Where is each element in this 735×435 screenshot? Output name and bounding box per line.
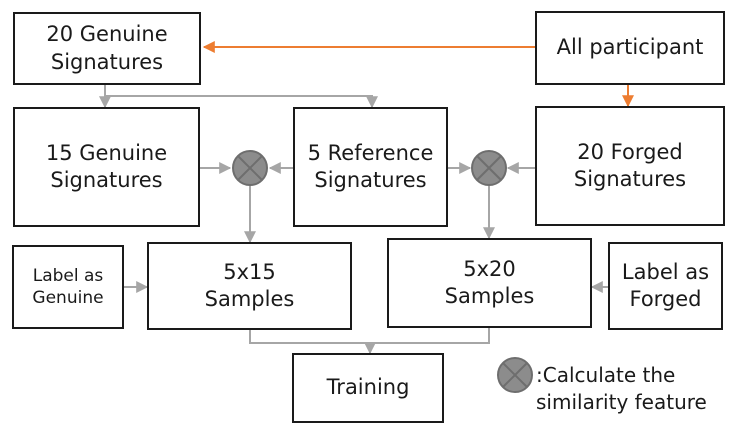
similarity-operator-right-icon — [471, 150, 507, 186]
genuine-15-line-1: 15 Genuine — [45, 140, 168, 165]
training-label: Training — [326, 375, 410, 400]
reference-5-line-2: Signatures — [314, 168, 427, 192]
label-forged-line-1: Label as — [621, 259, 710, 284]
forged-20-line-1: 20 Forged — [577, 139, 683, 164]
label-genuine-line-2: Genuine — [32, 288, 104, 308]
label-genuine-line-1: Label as — [32, 265, 104, 286]
legend-line-1: :Calculate the — [536, 363, 676, 387]
all-participant-label: All participant — [556, 35, 704, 60]
genuine-20-line-1: 20 Genuine — [46, 22, 168, 47]
forged-20-line-2: Signatures — [573, 167, 687, 191]
samples-5x20-line-2: Samples — [444, 284, 535, 308]
legend-description: :Calculate the similarity feature — [536, 362, 707, 416]
legend-line-2: similarity feature — [536, 390, 707, 414]
genuine-15-signatures-box: 15 Genuine Signatures — [13, 107, 200, 227]
samples-5x15-line-2: Samples — [204, 287, 295, 311]
arrow-samples5x20-to-training — [370, 328, 490, 344]
samples-5x20-box: 5x20 Samples — [387, 238, 592, 328]
genuine-20-signatures-box: 20 Genuine Signatures — [13, 12, 201, 85]
label-forged-line-2: Forged — [629, 287, 702, 311]
label-as-genuine-box: Label as Genuine — [12, 245, 124, 329]
legend-operator-icon — [497, 357, 533, 393]
genuine-15-line-2: Signatures — [50, 168, 163, 192]
reference-5-signatures-box: 5 Reference Signatures — [293, 107, 448, 227]
samples-5x15-box: 5x15 Samples — [147, 242, 352, 330]
training-box: Training — [292, 353, 444, 423]
reference-5-line-1: 5 Reference — [307, 140, 434, 165]
forged-20-signatures-box: 20 Forged Signatures — [535, 106, 725, 226]
genuine-20-line-2: Signatures — [50, 49, 164, 74]
similarity-operator-left-icon — [232, 150, 268, 186]
all-participant-box: All participant — [535, 11, 725, 85]
samples-5x20-line-1: 5x20 — [463, 256, 516, 281]
samples-5x15-line-1: 5x15 — [223, 259, 276, 284]
label-as-forged-box: Label as Forged — [608, 242, 723, 330]
arrow-genuine20-to-reference5 — [105, 95, 378, 109]
arrow-samples5x15-to-training — [249, 330, 376, 355]
